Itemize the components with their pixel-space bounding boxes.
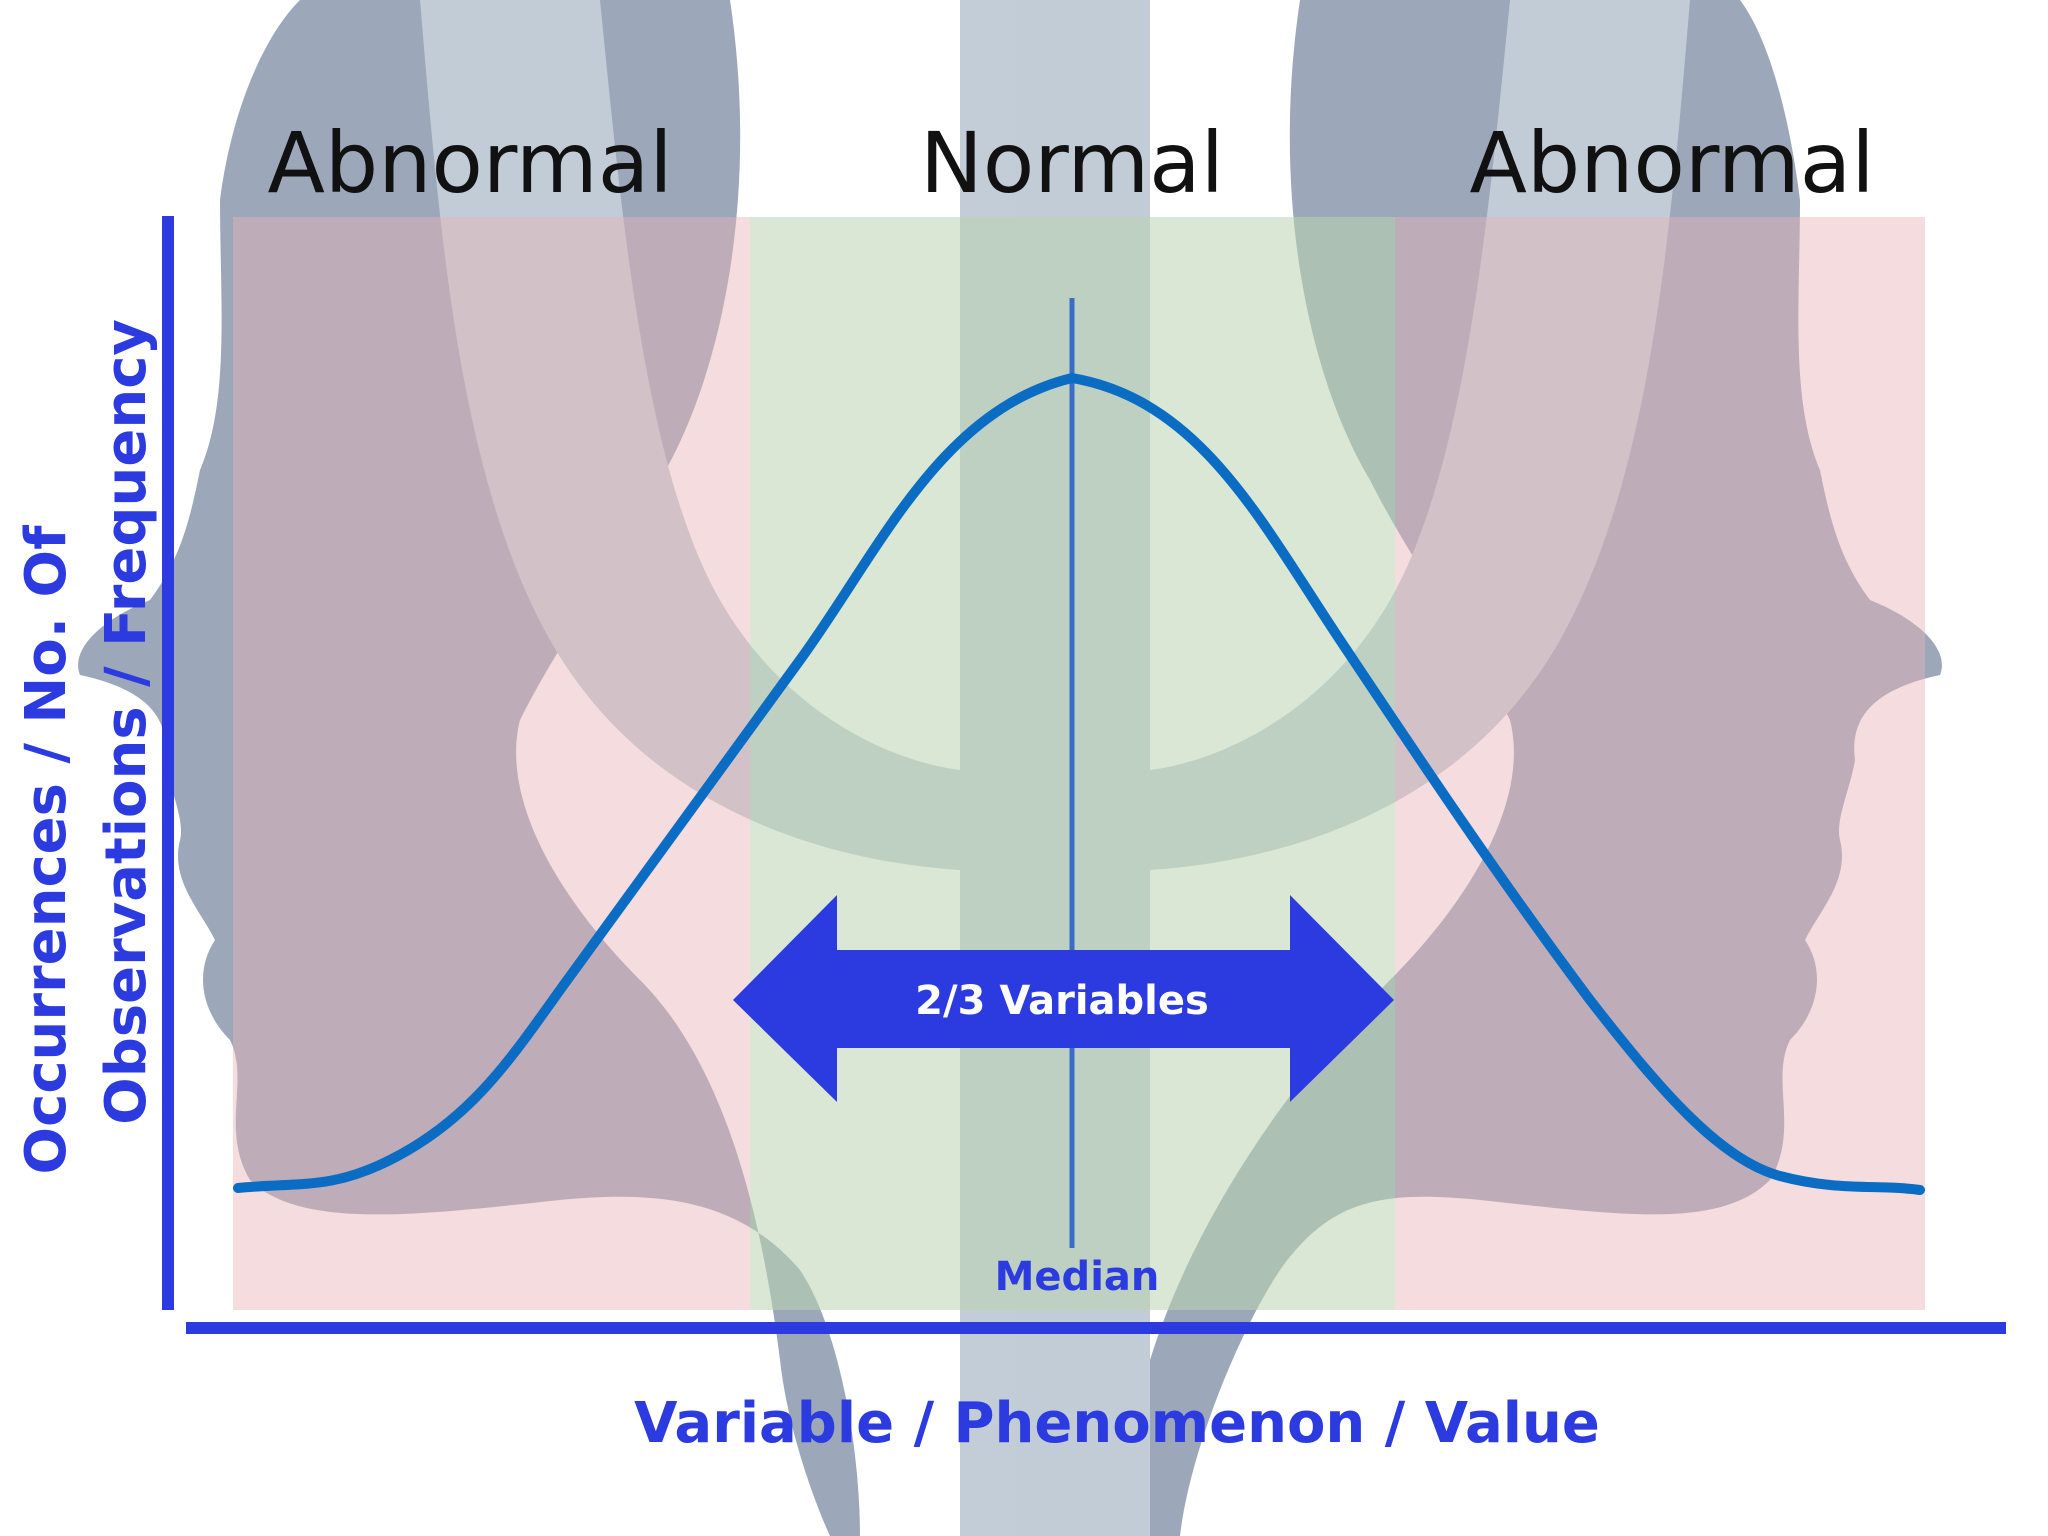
abnormal-left-label: Abnormal xyxy=(267,114,672,212)
arrow-label: 2/3 Variables xyxy=(915,978,1209,1024)
bell-curve xyxy=(233,372,1925,1195)
two-thirds-arrow: 2/3 Variables xyxy=(733,895,1394,1102)
x-axis-label: Variable / Phenomenon / Value xyxy=(634,1391,1600,1456)
y-axis-label-line2: Observations / Frequency xyxy=(94,319,159,1125)
y-axis-label-line1: Occurrences / No. Of xyxy=(14,525,79,1175)
left-face-silhouette xyxy=(78,0,860,1536)
double-arrow-shape xyxy=(733,895,1394,1102)
abnormal-right-band xyxy=(1395,217,1925,1310)
median-label: Median xyxy=(995,1254,1160,1300)
normal-label: Normal xyxy=(920,114,1224,212)
abnormal-left-band xyxy=(233,217,750,1310)
abnormal-right-label: Abnormal xyxy=(1469,114,1874,212)
